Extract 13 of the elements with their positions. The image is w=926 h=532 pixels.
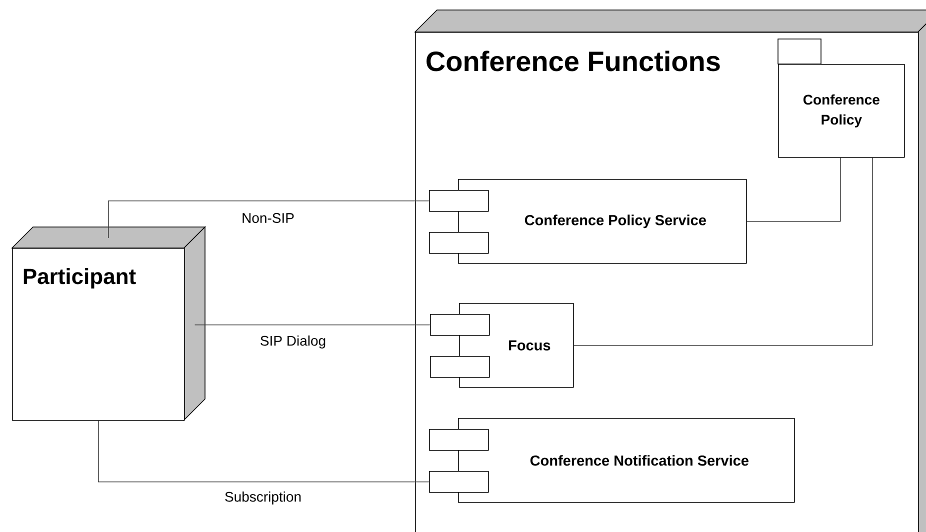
connector-line: [98, 420, 430, 482]
edge-label: Non-SIP: [240, 212, 296, 224]
connector-line: [746, 157, 841, 222]
package-box: Conference Policy: [778, 38, 905, 158]
connector-line: [573, 157, 873, 346]
component-box: Conference Notification Service: [429, 418, 795, 503]
edge-label: SIP Dialog: [258, 334, 328, 350]
node-label: Conference Functions: [426, 50, 720, 72]
connector-line: [194, 324, 430, 326]
connector-line: [108, 200, 430, 238]
edge-label: Subscription: [224, 490, 303, 506]
component-box: Focus: [430, 303, 574, 388]
component-box: Conference Policy Service: [429, 179, 747, 264]
